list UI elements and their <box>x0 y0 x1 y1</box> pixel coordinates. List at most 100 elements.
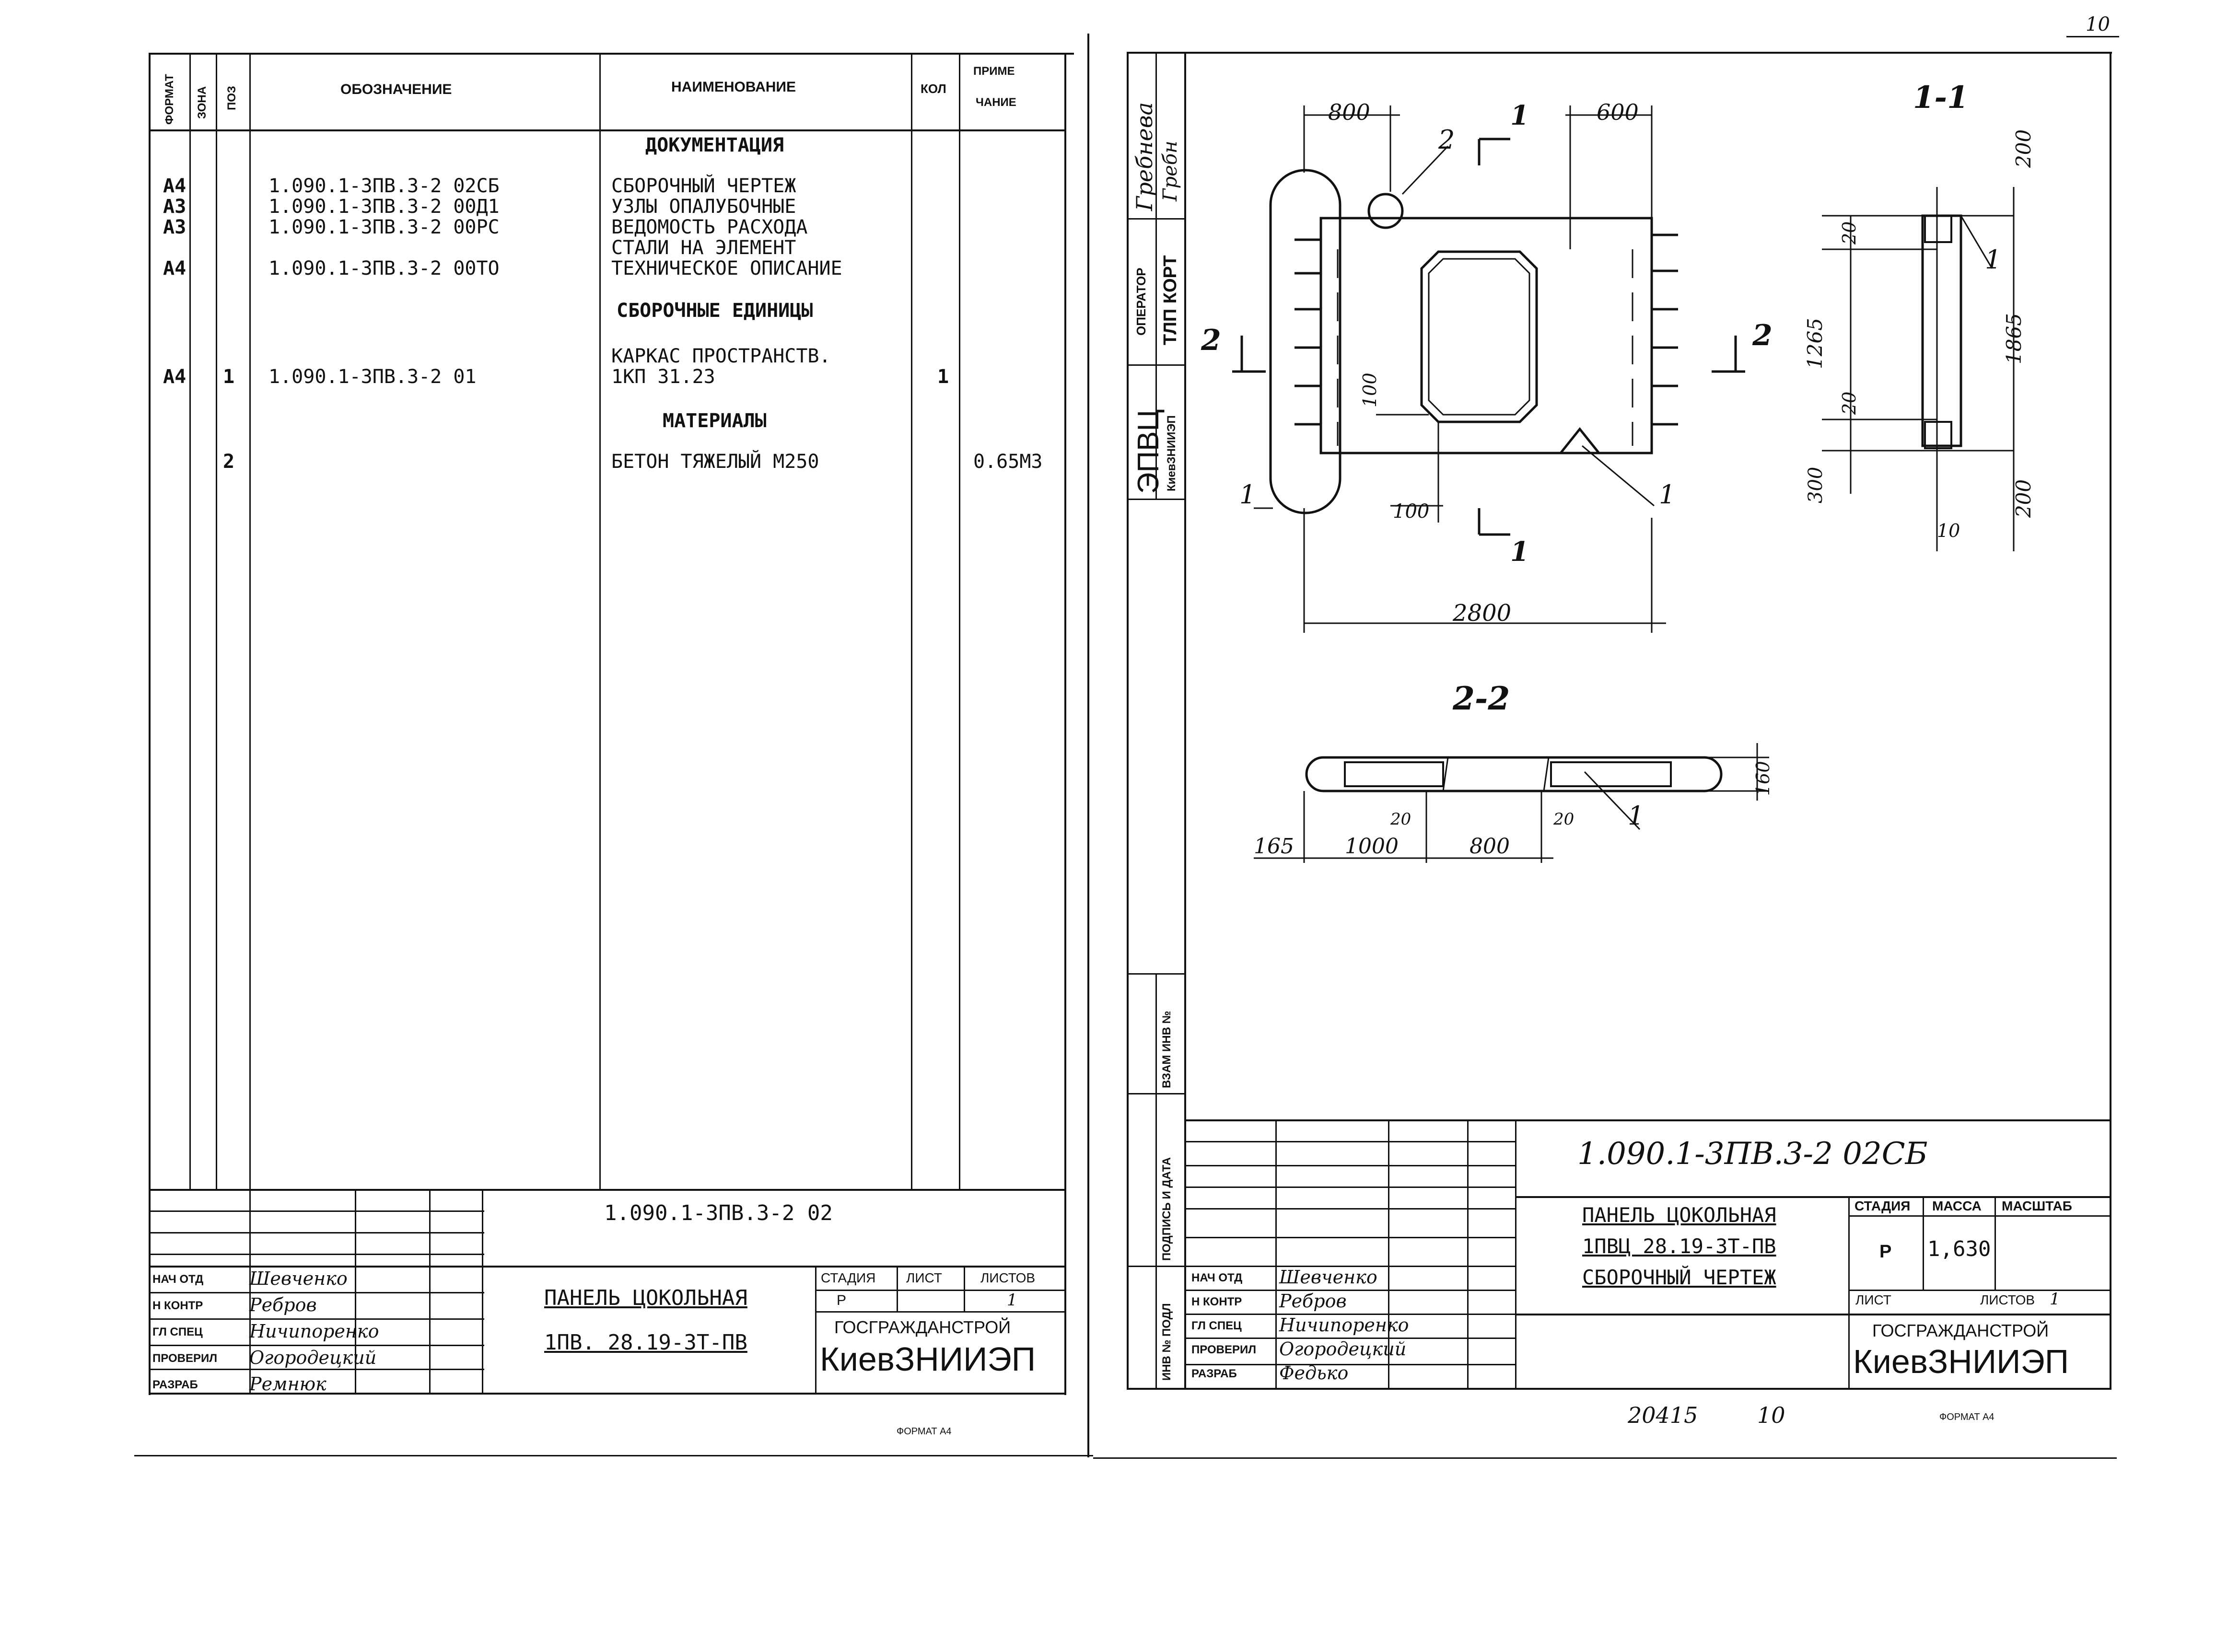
right-mass-value: 1,630 <box>1927 1237 1991 1261</box>
sheet-label: ЛИСТ <box>906 1270 942 1285</box>
bottom-number: 20415 <box>1628 1402 1698 1428</box>
row-format: А4 <box>163 175 187 197</box>
svg-text:1: 1 <box>1628 801 1644 831</box>
svg-text:2: 2 <box>1752 319 1773 352</box>
svg-text:20: 20 <box>1839 392 1860 415</box>
svg-text:1865: 1865 <box>2002 313 2026 364</box>
svg-text:200: 200 <box>2012 479 2035 518</box>
format-note: ФОРМАТ А4 <box>897 1426 952 1437</box>
row-designation: 1.090.1-3ПВ.3-2 00РС <box>268 216 500 238</box>
row-name: ТЕХНИЧЕСКОЕ ОПИСАНИЕ <box>611 257 842 279</box>
header-qty: КОЛ <box>921 81 946 96</box>
svg-text:100: 100 <box>1393 500 1429 523</box>
right-title-name-1: ПАНЕЛЬ ЦОКОЛЬНАЯ <box>1582 1203 1776 1227</box>
signature-name: Федько <box>1279 1362 1349 1384</box>
svg-text:20: 20 <box>1839 221 1860 245</box>
row-designation: 1.090.1-3ПВ.3-2 00Д1 <box>268 196 500 218</box>
right-sheets-value: 1 <box>2050 1290 2060 1309</box>
row-name: КАРКАС ПРОСТРАНСТВ. <box>611 345 831 367</box>
right-title-name-3: СБОРОЧНЫЙ ЧЕРТЕЖ <box>1582 1266 1776 1289</box>
row-name: СТАЛИ НА ЭЛЕМЕНТ <box>611 237 796 259</box>
row-format: А3 <box>163 216 187 238</box>
header-note-1: ПРИМЕ <box>973 65 1015 78</box>
svg-text:2: 2 <box>1201 324 1221 357</box>
row-name: СБОРОЧНЫЕ ЕДИНИЦЫ <box>617 300 813 322</box>
svg-text:20: 20 <box>1390 810 1411 829</box>
signature-role: Н КОНТР <box>152 1299 203 1312</box>
row-note: 0.65М3 <box>973 451 1043 473</box>
svg-text:1: 1 <box>1510 100 1529 131</box>
svg-text:800: 800 <box>1470 834 1510 859</box>
signature-role: ГЛ СПЕЦ <box>1191 1319 1242 1332</box>
svg-text:100: 100 <box>1359 372 1380 407</box>
svg-text:1000: 1000 <box>1345 834 1399 859</box>
page-number: 10 <box>2086 13 2110 35</box>
svg-text:1: 1 <box>1239 479 1256 510</box>
right-sheet-label: ЛИСТ <box>1855 1292 1891 1307</box>
row-format: А4 <box>163 366 187 388</box>
row-name: ВЕДОМОСТЬ РАСХОДА <box>611 216 808 238</box>
row-pos: 2 <box>223 451 235 473</box>
svg-text:1: 1 <box>1659 479 1675 510</box>
svg-text:300: 300 <box>1805 467 1827 503</box>
row-designation: 1.090.1-3ПВ.3-2 01 <box>268 366 477 388</box>
signature-name: Ребров <box>249 1294 317 1315</box>
signature-role: ГЛ СПЕЦ <box>152 1326 203 1338</box>
bottom-page: 10 <box>1757 1402 1785 1428</box>
title-name-2: 1ПВ. 28.19-3Т-ПВ <box>544 1330 747 1355</box>
right-format-note: ФОРМАТ А4 <box>1939 1412 1994 1422</box>
svg-text:2-2: 2-2 <box>1452 680 1510 717</box>
row-name: УЗЛЫ ОПАЛУБОЧНЫЕ <box>611 196 796 218</box>
header-designation: ОБОЗНАЧЕНИЕ <box>340 81 452 97</box>
right-org-2: КиевЗНИИЭП <box>1853 1343 2069 1380</box>
right-title-name-2: 1ПВЦ 28.19-3Т-ПВ <box>1582 1234 1776 1258</box>
signature-role: НАЧ ОТД <box>152 1273 204 1286</box>
sheets-label: ЛИСТОВ <box>980 1270 1036 1285</box>
signature-name: Ничипоренко <box>249 1321 379 1342</box>
right-title-code: 1.090.1-3ПВ.3-2 02СБ <box>1577 1136 1928 1172</box>
signature-name: Ничипоренко <box>1279 1315 1409 1336</box>
signature-name: Шевченко <box>1279 1267 1377 1288</box>
row-designation: 1.090.1-3ПВ.3-2 00ТО <box>268 257 500 279</box>
signature-name: Ремнюк <box>249 1373 327 1395</box>
row-name: СБОРОЧНЫЙ ЧЕРТЕЖ <box>611 175 796 197</box>
window-opening <box>1420 250 1538 423</box>
right-stage-label: СТАДИЯ <box>1854 1198 1911 1213</box>
header-name: НАИМЕНОВАНИЕ <box>671 79 796 95</box>
row-format: А3 <box>163 196 187 218</box>
signature-role: НАЧ ОТД <box>1191 1271 1243 1284</box>
header-note-2: ЧАНИЕ <box>976 96 1016 109</box>
signature-name: Огородецкий <box>249 1347 377 1368</box>
row-name: БЕТОН ТЯЖЕЛЫЙ М250 <box>611 451 819 473</box>
svg-text:165: 165 <box>1254 834 1294 859</box>
left-sheet: ФОРМАТ ЗОНА ПОЗ ОБОЗНАЧЕНИЕ НАИМЕНОВАНИЕ… <box>0 0 1103 1486</box>
signature-name: Огородецкий <box>1279 1338 1407 1360</box>
row-format: А4 <box>163 257 187 279</box>
signature-name: Ребров <box>1279 1291 1347 1312</box>
row-name: 1КП 31.23 <box>611 366 715 388</box>
svg-text:1-1: 1-1 <box>1913 80 1969 116</box>
signature-role: ПРОВЕРИЛ <box>1191 1343 1257 1356</box>
row-name: ДОКУМЕНТАЦИЯ <box>645 134 784 156</box>
right-org-1: ГОСГРАЖДАНСТРОЙ <box>1872 1321 2049 1340</box>
signature-role: РАЗРАБ <box>152 1378 198 1391</box>
title-name-1: ПАНЕЛЬ ЦОКОЛЬНАЯ <box>544 1286 747 1310</box>
svg-text:1265: 1265 <box>1803 318 1827 369</box>
org-1: ГОСГРАЖДАНСТРОЙ <box>834 1317 1011 1337</box>
row-pos: 1 <box>223 366 235 388</box>
signature-role: ПРОВЕРИЛ <box>152 1352 218 1365</box>
svg-text:160: 160 <box>1752 761 1773 796</box>
row-designation: 1.090.1-3ПВ.3-2 02СБ <box>268 175 500 197</box>
row-name: МАТЕРИАЛЫ <box>663 410 767 432</box>
lifting-loop <box>1269 169 1341 514</box>
sheets-value: 1 <box>1007 1291 1017 1310</box>
row-qty: 1 <box>937 366 949 388</box>
svg-text:1: 1 <box>1510 536 1529 568</box>
org-2: КиевЗНИИЭП <box>820 1340 1036 1378</box>
svg-text:200: 200 <box>2012 129 2035 168</box>
dim-text: 600 <box>1597 99 1639 125</box>
right-stage-value: Р <box>1879 1242 1892 1262</box>
title-code: 1.090.1-3ПВ.3-2 02 <box>604 1201 833 1225</box>
